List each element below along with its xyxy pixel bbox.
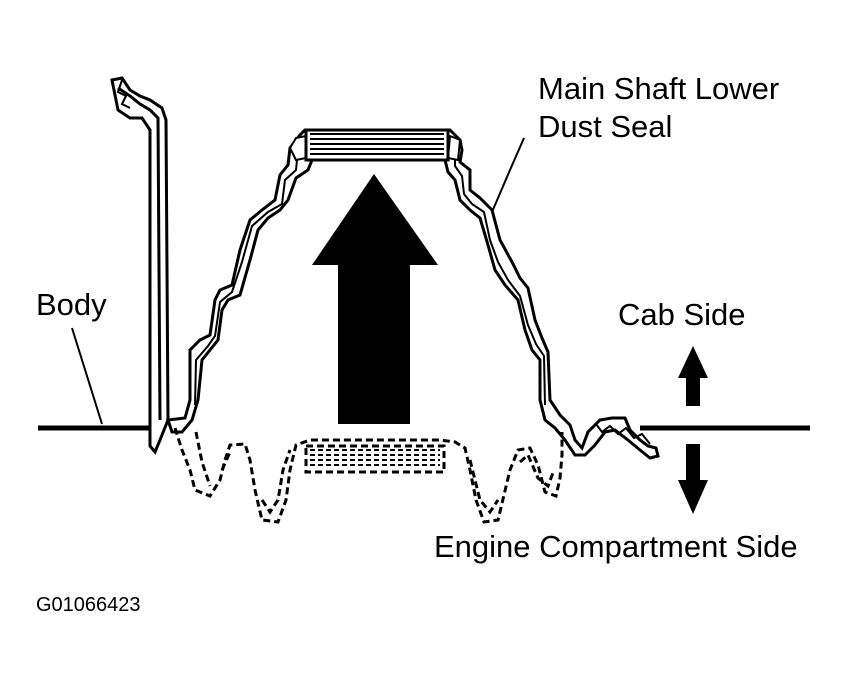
dust-seal-top-bore — [304, 128, 450, 162]
dust-seal-installed — [165, 128, 660, 460]
seal-label-line1: Main Shaft Lower — [538, 71, 780, 106]
seal-label-line2: Dust Seal — [538, 109, 673, 144]
engine-side-arrow-icon — [678, 444, 708, 514]
cab-side-label: Cab Side — [618, 297, 746, 332]
body-bracket — [110, 76, 170, 455]
engine-side-label: Engine Compartment Side — [434, 529, 798, 564]
install-direction-arrow — [312, 174, 438, 424]
dashed-bore-hatch — [310, 449, 440, 466]
body-leader-line — [71, 327, 103, 425]
dust-seal-dashed-position — [173, 427, 564, 524]
figure-code: G01066423 — [36, 594, 141, 616]
seal-leader-line — [491, 137, 525, 213]
cab-side-arrow-icon — [678, 346, 708, 406]
body-label: Body — [36, 287, 107, 322]
